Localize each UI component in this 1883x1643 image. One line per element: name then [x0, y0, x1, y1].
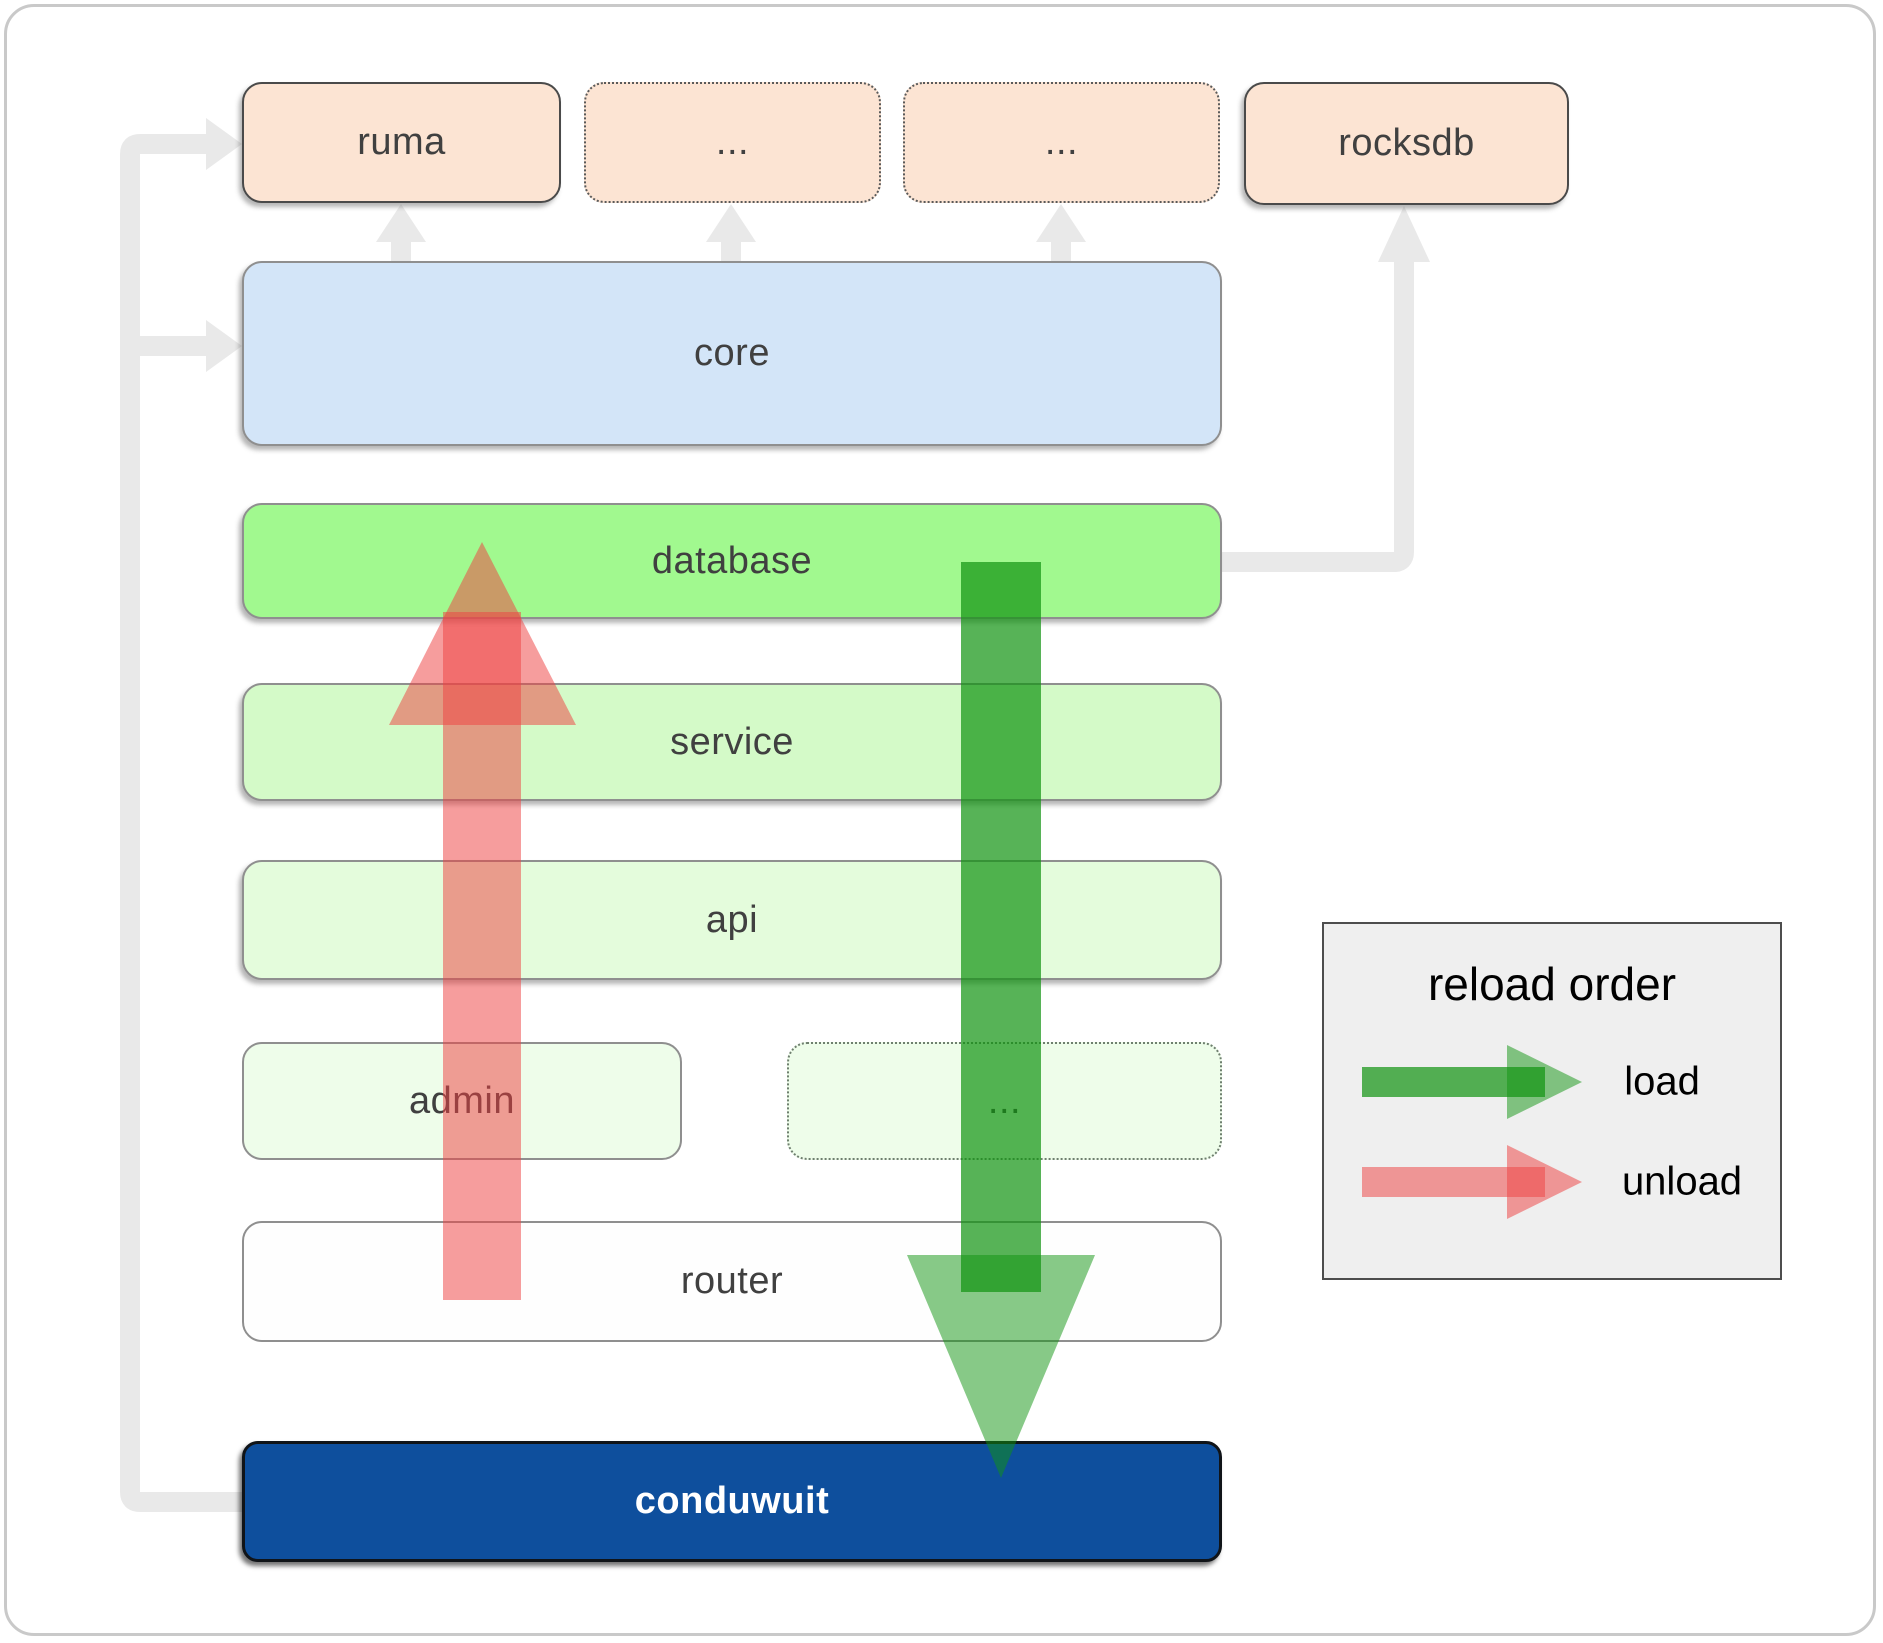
node-service-label: service — [670, 720, 794, 763]
database-to-rocksdb-connector — [1222, 262, 1414, 572]
core-to-ruma-arrow-shaft — [391, 240, 411, 262]
arrowhead-into-ruma-icon — [206, 118, 242, 170]
legend-title: reload order — [1427, 958, 1677, 1010]
node-dots-top-1-label: ... — [715, 121, 750, 163]
legend-unload-label: unload — [1621, 1159, 1743, 1204]
core-to-dots2-arrowhead-icon — [1036, 204, 1086, 242]
node-core: core — [242, 261, 1222, 446]
load-arrow-icon — [907, 562, 1095, 1478]
node-rocksdb-label: rocksdb — [1338, 122, 1475, 164]
legend-load-label: load — [1624, 1059, 1700, 1104]
core-to-ruma-arrowhead-icon — [376, 204, 426, 242]
core-to-dots1-arrow-shaft — [721, 240, 741, 262]
node-dots-top-2: ... — [903, 82, 1220, 203]
node-api-label: api — [705, 898, 759, 941]
node-router-label: router — [680, 1260, 784, 1302]
arrowhead-into-rocksdb-icon — [1378, 206, 1430, 262]
node-api: api — [242, 860, 1222, 980]
node-dots-top-2-label: ... — [1044, 121, 1079, 163]
diagram-frame — [4, 4, 1876, 1636]
node-ruma: ruma — [242, 82, 561, 203]
legend-load-arrow-icon — [1362, 1045, 1582, 1119]
node-rocksdb: rocksdb — [1244, 82, 1569, 205]
node-conduwuit-label: conduwuit — [634, 1480, 830, 1522]
conduwuit-to-ruma-connector — [120, 134, 242, 1512]
node-conduwuit: conduwuit — [242, 1441, 1222, 1562]
legend-unload-arrow-icon — [1362, 1145, 1582, 1219]
unload-arrow-icon — [389, 542, 576, 1300]
node-dots-top-1: ... — [584, 82, 881, 203]
node-database: database — [242, 503, 1222, 619]
core-to-dots1-arrowhead-icon — [706, 204, 756, 242]
node-core-label: core — [694, 332, 770, 374]
core-to-dots2-arrow-shaft — [1051, 240, 1071, 262]
arrowhead-into-core-icon — [206, 320, 242, 372]
node-database-label: database — [651, 539, 813, 582]
node-ruma-label: ruma — [357, 121, 446, 163]
legend — [1322, 922, 1782, 1280]
